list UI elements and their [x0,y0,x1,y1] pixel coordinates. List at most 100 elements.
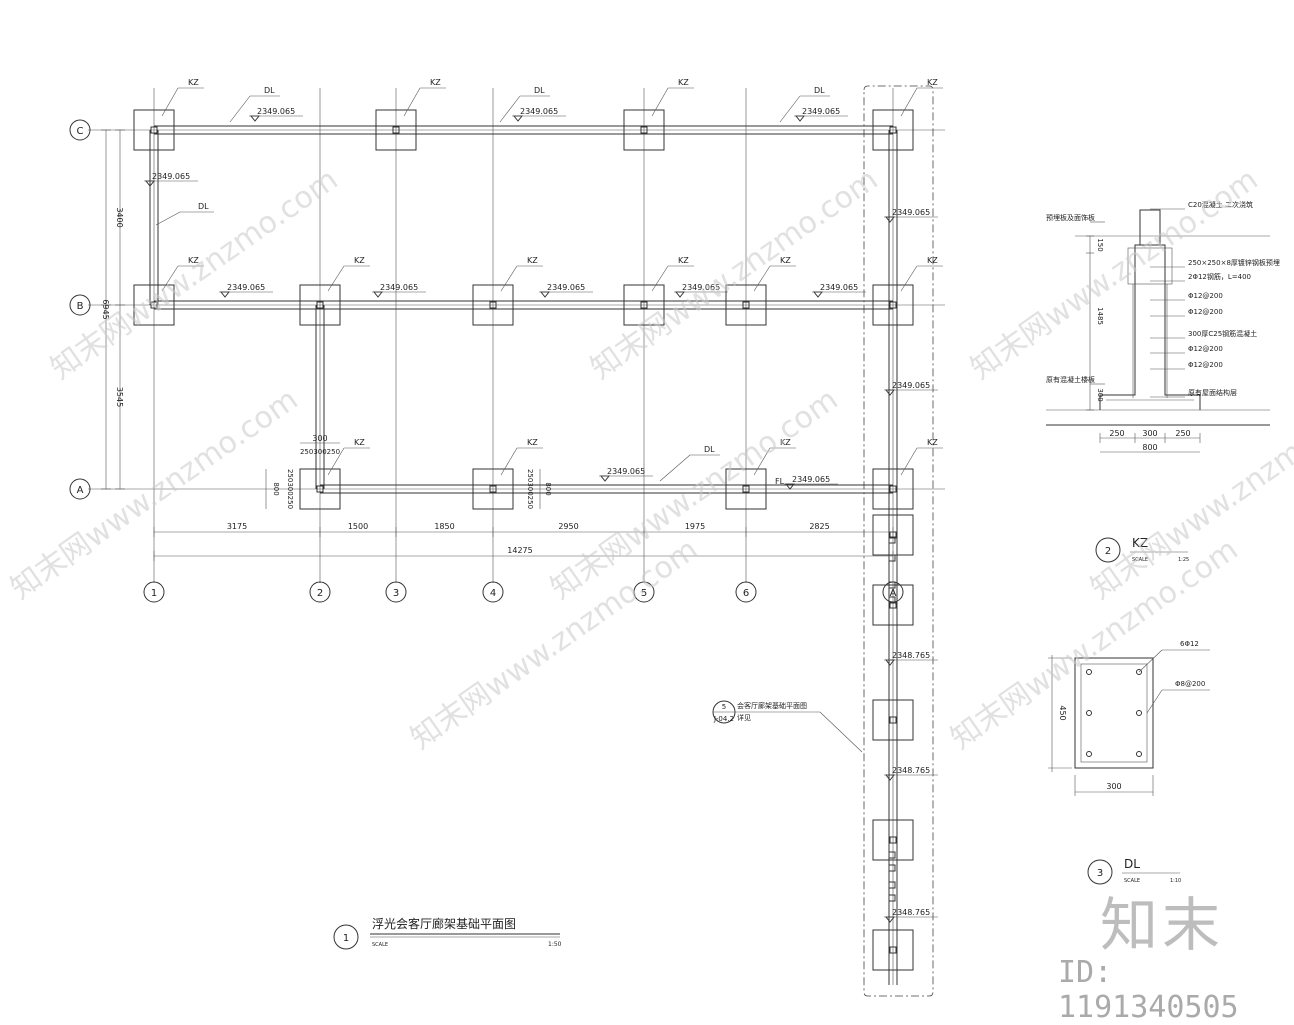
elevation-label: 2348.765 [892,908,930,917]
column-footing [133,109,175,151]
elevation-triangle [219,291,231,298]
ref-text2: 详见 [737,713,751,722]
grid-label-1: 1 [151,588,157,599]
column-core [888,536,896,544]
kz-section-label: Φ12@200 [1188,361,1223,369]
site-watermark: 知末网www.znzmo.com [945,532,1245,757]
elevation-triangle [794,115,806,122]
leader-line [500,265,518,292]
site-watermark: 知末网www.znzmo.com [545,382,845,607]
elevation-label: 2349.065 [607,467,645,476]
leader-line [900,447,918,476]
dimension-label: 250300250 [286,469,294,509]
kz-label: KZ [927,78,938,87]
dl-label: DL [198,202,209,211]
column-footing [872,699,914,741]
kz-section-label: 原有混凝土楼板 [1046,375,1095,384]
column-core [888,894,896,902]
dimension-label: 3400 [115,207,124,227]
dashed-outline [863,85,934,997]
rebar-dot [1086,669,1092,675]
plan-title: 浮光会客厅廊架基础平面图 [372,916,516,931]
dimension-label: 2950 [558,522,578,531]
dimension-label: 3175 [227,522,247,531]
dimension-label: 300 [1142,429,1157,438]
column-footing [872,109,914,151]
kz-label: KZ [430,78,441,87]
elevation-triangle [372,291,384,298]
grid-bubble-C [69,119,91,141]
column-core [889,836,897,844]
site-watermark: 知末网www.znzmo.com [5,382,305,607]
column-core [640,301,648,309]
site-watermark: 知末网www.znzmo.com [45,162,345,387]
kz-label: KZ [188,256,199,265]
leader-line [229,95,251,123]
elevation-label: 2349.065 [520,107,558,116]
kz-label: KZ [780,438,791,447]
grid-label-A: A [77,485,84,496]
elevation-label: 2349.065 [892,208,930,217]
column-core [889,716,897,724]
column-core [316,301,324,309]
kz-label: KZ [527,256,538,265]
dimension-label: 300 [1096,388,1104,401]
dimension-label: 800 [272,482,280,495]
grid-bubble-5 [633,581,655,603]
leader-line [1138,649,1163,673]
dimension-label: 250300250 [526,469,534,509]
column-core [888,554,896,562]
elevation-triangle [599,475,611,482]
column-footing [133,284,175,326]
column-footing [299,284,341,326]
grid-label-right: A [890,588,897,599]
column-core [150,301,158,309]
column-core [316,485,324,493]
ref-number: 5 [722,703,726,711]
kz-title-bubble [1095,537,1121,563]
leader-line [155,211,181,226]
column-core [742,485,750,493]
column-core [889,301,897,309]
scale-value: 1:50 [548,941,562,948]
elevation-label: 2349.065 [792,475,830,484]
grid-bubble-2 [309,581,331,603]
dimension-label: 3545 [115,387,124,407]
dimension-label: 6945 [101,299,110,319]
grid-label-6: 6 [743,588,749,599]
column-core [888,851,896,859]
leader-line [500,447,518,476]
elevation-triangle [249,115,261,122]
kz-section-label: 预埋板及面饰板 [1046,213,1095,222]
column-core [150,126,158,134]
rebar-dot [1136,710,1142,716]
column-core [489,485,497,493]
dimension-label: 250300250 [300,448,340,456]
leader-line [753,447,771,476]
scale-word: SCALE [1132,557,1148,563]
grid-bubble-1 [143,581,165,603]
dl-label: DL [534,86,545,95]
elevation-label: 2349.065 [257,107,295,116]
scale-word: SCALE [372,942,388,948]
grid-bubble-B [69,294,91,316]
kz-label: KZ [678,256,689,265]
scale-word: SCALE [1124,878,1140,884]
grid-label-5: 5 [641,588,647,599]
kz-section-label: 2Φ12钢筋，L=400 [1188,272,1251,281]
column-footing [872,819,914,861]
scale-value: 1:25 [1178,557,1189,563]
column-core [742,301,750,309]
column-footing [872,929,914,971]
kz-section-label: Φ12@200 [1188,345,1223,353]
column-footing [623,284,665,326]
dimension-label: 150 [1096,238,1104,251]
kz-label: KZ [527,438,538,447]
column-core [889,485,897,493]
column-core [489,301,497,309]
kz-label: KZ [354,438,365,447]
rebar-dot [1136,669,1142,675]
column-core [888,881,896,889]
leader-line [753,265,771,292]
